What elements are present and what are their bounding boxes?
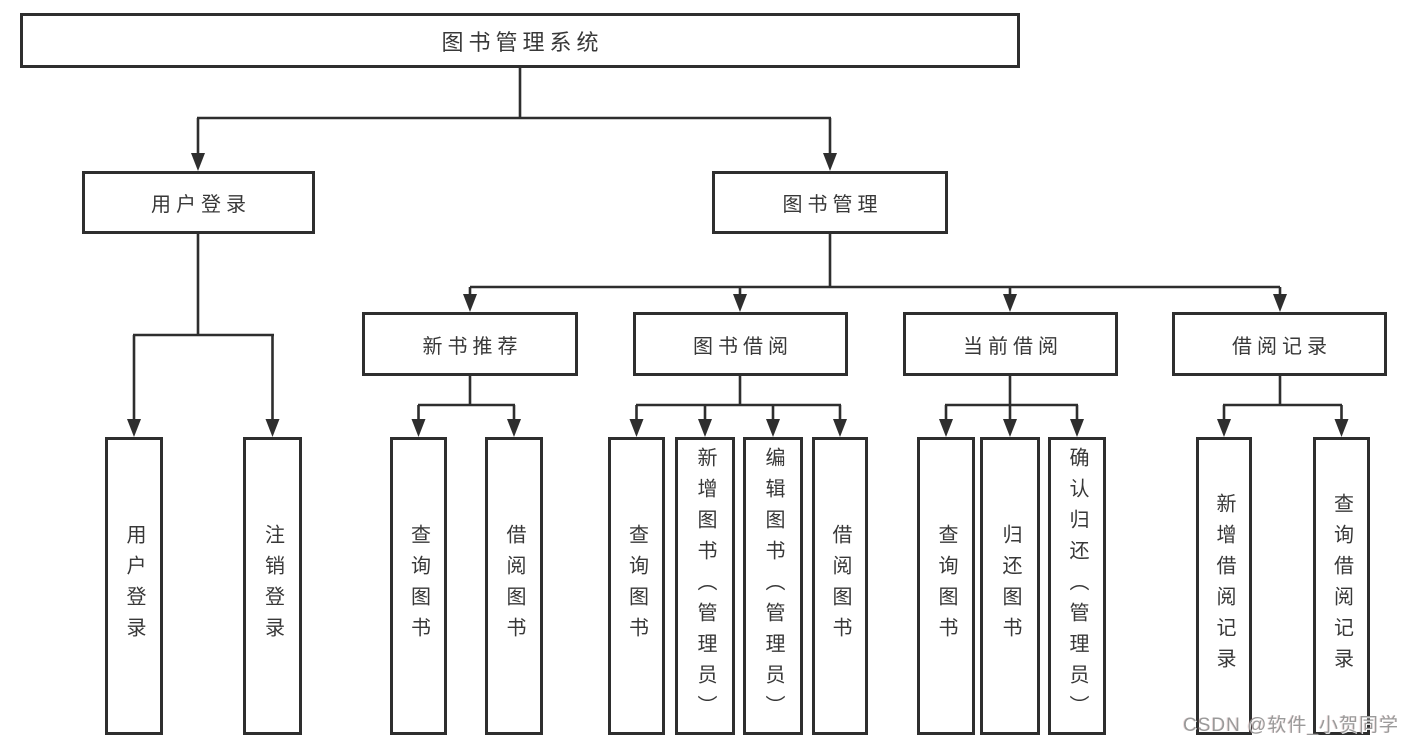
- leaf-borrow-add-books-admin: 新增图书（管理员）: [675, 437, 735, 735]
- watermark: CSDN @软件_小贺同学: [1183, 715, 1399, 736]
- leaf-borrow-edit-books-admin: 编辑图书（管理员）: [743, 437, 803, 735]
- node-library-system: 图书管理系统: [20, 13, 1020, 68]
- leaf-records-add-borrow-record: 新增借阅记录: [1196, 437, 1252, 735]
- node-current-borrowing: 当前借阅: [903, 312, 1118, 376]
- leaf-newrec-borrow-books: 借阅图书: [485, 437, 543, 735]
- leaf-newrec-query-books: 查询图书: [390, 437, 447, 735]
- tree-edges: [132, 68, 1343, 420]
- leaf-borrow-query-books: 查询图书: [608, 437, 665, 735]
- leaf-logout: 注销登录: [243, 437, 302, 735]
- node-user-login: 用户登录: [82, 171, 315, 234]
- leaf-current-confirm-return-admin: 确认归还（管理员）: [1048, 437, 1106, 735]
- leaf-borrow-borrow-books: 借阅图书: [812, 437, 868, 735]
- leaf-current-query-books: 查询图书: [917, 437, 975, 735]
- node-book-management: 图书管理: [712, 171, 948, 234]
- node-new-book-recommendation: 新书推荐: [362, 312, 578, 376]
- node-borrowing-records: 借阅记录: [1172, 312, 1387, 376]
- leaf-user-login: 用户登录: [105, 437, 163, 735]
- node-book-borrowing: 图书借阅: [633, 312, 848, 376]
- arrowheads: [127, 153, 1349, 437]
- leaf-current-return-books: 归还图书: [980, 437, 1040, 735]
- leaf-records-query-borrow-record: 查询借阅记录: [1313, 437, 1370, 735]
